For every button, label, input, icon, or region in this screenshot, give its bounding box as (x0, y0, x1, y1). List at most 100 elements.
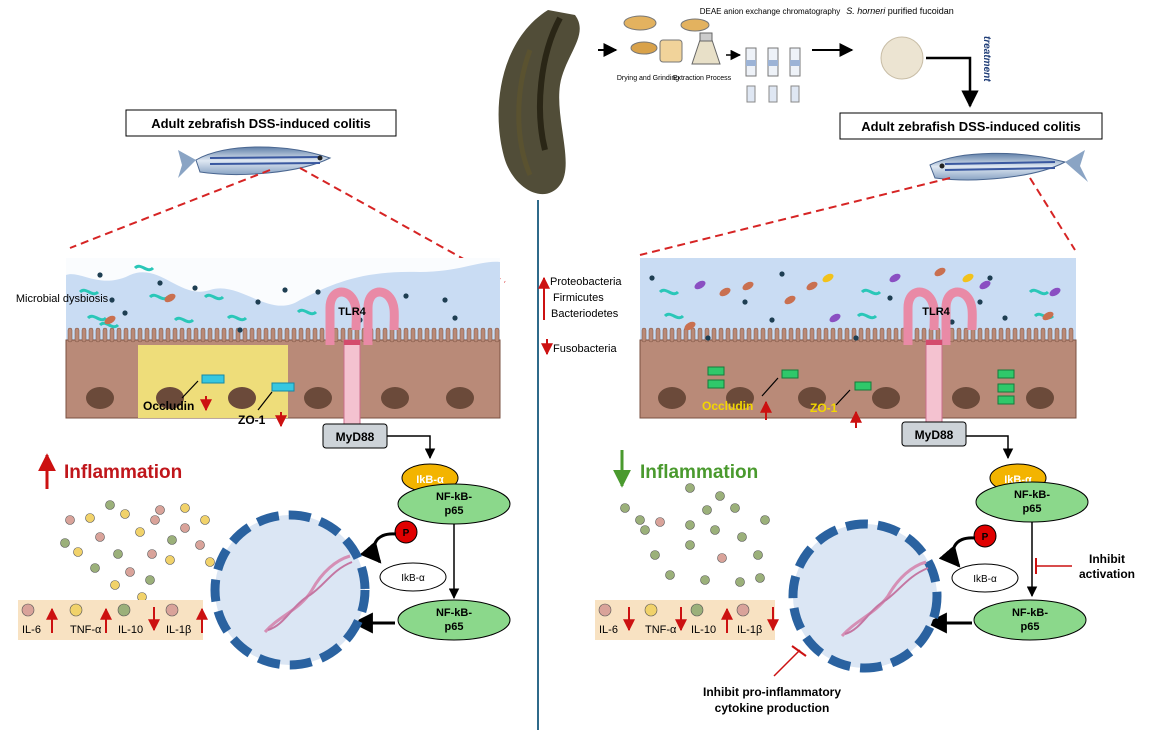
right-tlr4-receptor (903, 287, 977, 426)
microvillus (662, 327, 668, 343)
chromatography-text: DEAE anion exchange chromatography (700, 7, 841, 16)
cytokine-particle (135, 527, 145, 537)
right-nfkb-line1-text: NF-kB- (1014, 489, 1050, 501)
microvillus (305, 327, 311, 343)
bacterium-icon (663, 312, 685, 320)
cytokine-particle (105, 500, 115, 510)
cytokine-particle (195, 540, 205, 550)
right-nfkb-nuc-line2-text: p65 (1021, 621, 1040, 633)
microvillus (1068, 327, 1074, 343)
microvillus (81, 327, 87, 343)
microbe-dot (779, 271, 785, 277)
cytokine-particle (155, 505, 165, 515)
microvillus (165, 327, 171, 343)
microvillus (711, 327, 717, 343)
bacterium-icon (1042, 311, 1054, 321)
left-myd88-arrow (387, 435, 436, 460)
cytokine-particle (702, 505, 712, 515)
bacterium-icon (889, 273, 901, 283)
left-phosphate-icon (394, 520, 418, 544)
bacterium-icon (658, 288, 680, 296)
microbe-dot (853, 335, 859, 341)
microvillus (410, 327, 416, 343)
left-zo1-leader (257, 391, 273, 411)
left-nfkb-line1-text: NF-kB- (436, 491, 472, 503)
microvillus (641, 327, 647, 343)
right-zoom-lines (639, 177, 1076, 256)
left-title: Adult zebrafish DSS-induced colitis (151, 116, 371, 131)
microvillus (844, 327, 850, 343)
cytokine-particle (125, 567, 135, 577)
microvillus (781, 327, 787, 343)
bacteria-1: Proteobacteria (550, 276, 622, 288)
right-nfkb-line1: NF-kB- (1014, 489, 1050, 501)
microvillus (977, 327, 983, 343)
microvillus (144, 327, 150, 343)
cytokine-label: IL-1β (737, 624, 762, 636)
microvillus (151, 327, 157, 343)
microvillus (116, 327, 122, 343)
fucoidan-species: S. horneri (846, 6, 886, 16)
microvillus (389, 327, 395, 343)
right-zo1-text: ZO-1 (810, 401, 838, 415)
cytokine-particle (120, 509, 130, 519)
microvillus (823, 327, 829, 343)
microvillus (914, 327, 920, 343)
microbe-dot (949, 319, 955, 325)
microbe-dot (157, 280, 163, 286)
cytokine-label: TNF-α (70, 624, 102, 636)
microbe-dot (1002, 315, 1008, 321)
microvillus (256, 327, 262, 343)
left-tlr4-label: TLR4 (338, 306, 366, 318)
right-free-ikb-label: IkB-α (973, 574, 997, 585)
bacterium-icon (86, 314, 108, 322)
cytokine-particle (165, 555, 175, 565)
cytokine-particle (737, 532, 747, 542)
cytokine-particle (730, 503, 740, 513)
right-microbes (649, 267, 1061, 341)
left-occludin-leader (181, 380, 199, 399)
treatment-label: treatment (981, 36, 992, 82)
cytokine-icon (736, 603, 750, 617)
cytokine-particle (710, 525, 720, 535)
bacteria-2-text: Firmicutes (553, 292, 604, 304)
cytokine-icon (117, 603, 131, 617)
cytokine-icon (21, 603, 35, 617)
microvillus (921, 327, 927, 343)
step-extraction-text: Extraction Process (673, 75, 732, 82)
microvillus (312, 327, 318, 343)
microvillus (193, 327, 199, 343)
microvillus (774, 327, 780, 343)
bacterium-icon (822, 273, 834, 283)
bacterium-icon (203, 293, 225, 301)
bacteria-3: Bacteriodetes (551, 308, 619, 320)
microvillus (648, 327, 654, 343)
microvillus (879, 327, 885, 343)
bacterium-icon (164, 293, 176, 303)
microvillus (795, 327, 801, 343)
microbe-dot (255, 299, 261, 305)
cytokine-particle (145, 575, 155, 585)
microvillus (459, 327, 465, 343)
chromatography-columns-icon (745, 47, 801, 103)
microvillus (970, 327, 976, 343)
microvillus (886, 327, 892, 343)
microvillus (396, 327, 402, 343)
microvillus (816, 327, 822, 343)
microbe-dot (122, 310, 128, 316)
microvillus (1061, 327, 1067, 343)
right-nfkb-line2: p65 (1023, 503, 1042, 515)
cytokine-particle (685, 540, 695, 550)
left-nfkb-nuc-line1: NF-kB- (436, 607, 472, 619)
right-dna-icon (840, 560, 927, 638)
microvillus (179, 327, 185, 343)
bacterium-icon (1028, 288, 1050, 296)
left-nfkb-line1: NF-kB- (436, 491, 472, 503)
microvillus (263, 327, 269, 343)
microvillus (200, 327, 206, 343)
microvillus (130, 327, 136, 343)
right-nfkb-nuc-line1: NF-kB- (1012, 607, 1048, 619)
left-free-ikb-text: IkB-α (401, 573, 425, 584)
bacterium-icon (806, 281, 818, 291)
microvillus (480, 327, 486, 343)
